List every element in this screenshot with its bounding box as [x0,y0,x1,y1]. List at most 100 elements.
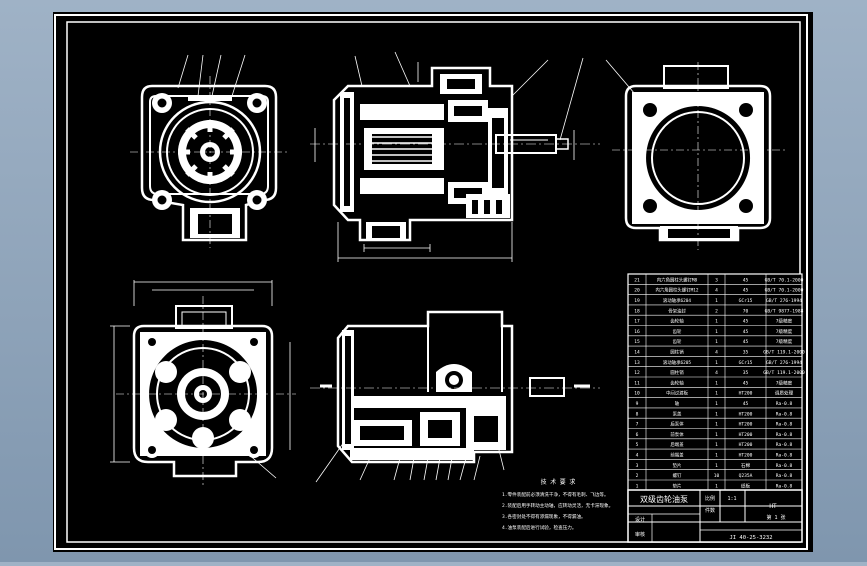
parts-cell: 3 [636,463,639,469]
parts-cell: 8 [636,411,639,417]
parts-cell: 2 [636,473,639,479]
parts-cell: 4 [715,350,718,356]
tech-req-line: 1.零件装配前必须清洗干净，不得有毛刺、飞边等。 [502,491,609,498]
parts-cell: 11 [634,380,640,386]
parts-cell: 1 [715,442,718,448]
parts-cell: 10 [634,391,640,397]
main-section-view [310,51,600,262]
parts-cell: 1 [715,411,718,417]
parts-cell: 内六角圆柱头螺钉M12 [655,287,698,294]
parts-cell: 圆柱销 [670,349,684,356]
parts-cell: 齿轮轴 [670,379,684,386]
parts-cell: HT200 [739,442,753,448]
parts-cell: 6 [636,432,639,438]
scale-label: 比例 [705,495,715,502]
parts-cell: 20 [634,288,640,294]
parts-cell: 轴 [675,400,680,407]
parts-cell: GB/T 9877-1988 [765,308,804,314]
design-label: 设计 [635,516,645,523]
parts-cell: 1 [715,391,718,397]
parts-cell: 7级精度 [776,379,793,386]
parts-cell: GCr15 [739,298,753,304]
drawing-number: JI 40-25-3232 [729,535,772,541]
outer-border [54,14,808,550]
parts-cell: 1 [715,360,718,366]
parts-cell: 齿轮 [673,338,682,345]
parts-cell: 圆柱销 [670,369,684,376]
parts-cell: Ra-0.8 [776,422,793,428]
parts-cell: 1 [715,432,718,438]
parts-cell: 1 [715,298,718,304]
parts-cell: 石棉 [741,462,751,469]
front-end-view [130,54,290,248]
parts-cell: 前泵体 [670,431,684,438]
parts-cell: GB/T 70.1-2000 [765,277,804,283]
parts-cell: 45 [743,277,749,283]
parts-cell: 19 [634,298,640,304]
parts-cell: Q235A [739,473,753,479]
parts-cell: 后泵体 [670,421,684,428]
parts-cell: 螺钉 [673,472,682,479]
parts-cell: 滚动轴承6205 [663,359,691,366]
parts-cell: 4 [715,288,718,294]
parts-cell: 4 [715,370,718,376]
review-label: 审核 [635,531,645,538]
parts-cell: GB/T 276-1994 [766,360,802,366]
parts-cell: 1 [715,401,718,407]
parts-cell: 4 [636,453,639,459]
parts-cell: 1 [715,319,718,325]
parts-cell: 3 [715,277,718,283]
parts-cell: Ra-0.8 [776,463,793,469]
parts-cell: Ra-0.8 [776,473,793,479]
parts-cell: GB/T 119.1-2000 [763,370,805,376]
parts-cell: 1 [715,422,718,428]
parts-cell: 泵盖 [673,410,682,417]
parts-cell: 70 [743,308,749,314]
parts-cell: 内六角圆柱头螺钉M8 [657,276,698,283]
parts-cell: 1 [715,339,718,345]
parts-cell: GB/T 276-1994 [766,298,802,304]
parts-cell: 18 [634,308,640,314]
parts-cell: 17 [634,319,640,325]
parts-cell: 调质处理 [775,390,794,397]
rear-end-view [605,59,786,250]
parts-cell: 1 [715,463,718,469]
parts-cell: 骨架油封 [668,307,686,314]
parts-cell: 1 [715,329,718,335]
parts-cell: 45 [743,380,749,386]
parts-cell: 1 [715,453,718,459]
parts-cell: 前端盖 [670,452,684,459]
parts-cell: 1 [715,483,718,489]
parts-cell: 45 [743,288,749,294]
parts-cell: 中间过渡板 [666,390,689,397]
bottom-left-view [110,280,296,486]
parts-cell: HT200 [739,411,753,417]
parts-cell: 12 [634,370,640,376]
parts-cell: 35 [743,350,749,356]
tech-req-line: 2.装配后用手转动主动轴，应转动灵活，无卡滞现象。 [502,502,613,509]
parts-cell: 垫片 [673,462,682,469]
tech-req-heading: 技 术 要 求 [541,478,576,486]
parts-cell: GB/T 70.1-2000 [765,288,804,294]
weight-label: 件数 [705,507,715,514]
parts-cell: 垫片 [673,482,682,489]
parts-cell: Ra-0.8 [776,453,793,459]
parts-cell: 后端盖 [670,441,684,448]
parts-cell: 7 [636,422,639,428]
parts-cell: Ra-0.8 [776,483,793,489]
parts-cell: Ra-0.8 [776,401,793,407]
parts-cell: 1 [636,483,639,489]
parts-cell: 1 [715,380,718,386]
parts-cell: 45 [743,401,749,407]
title-block: 双级齿轮油泵 比例 件数 1:1 HT 设计 审核 第 1 张 JI 40-25… [627,489,803,543]
parts-cell: Ra-0.8 [776,432,793,438]
parts-cell: 2 [715,308,718,314]
parts-cell: 齿轮轴 [670,318,684,325]
parts-cell: 16 [634,329,640,335]
lower-section-view [310,310,600,483]
parts-cell: 35 [743,370,749,376]
material-value: HT [769,503,777,510]
